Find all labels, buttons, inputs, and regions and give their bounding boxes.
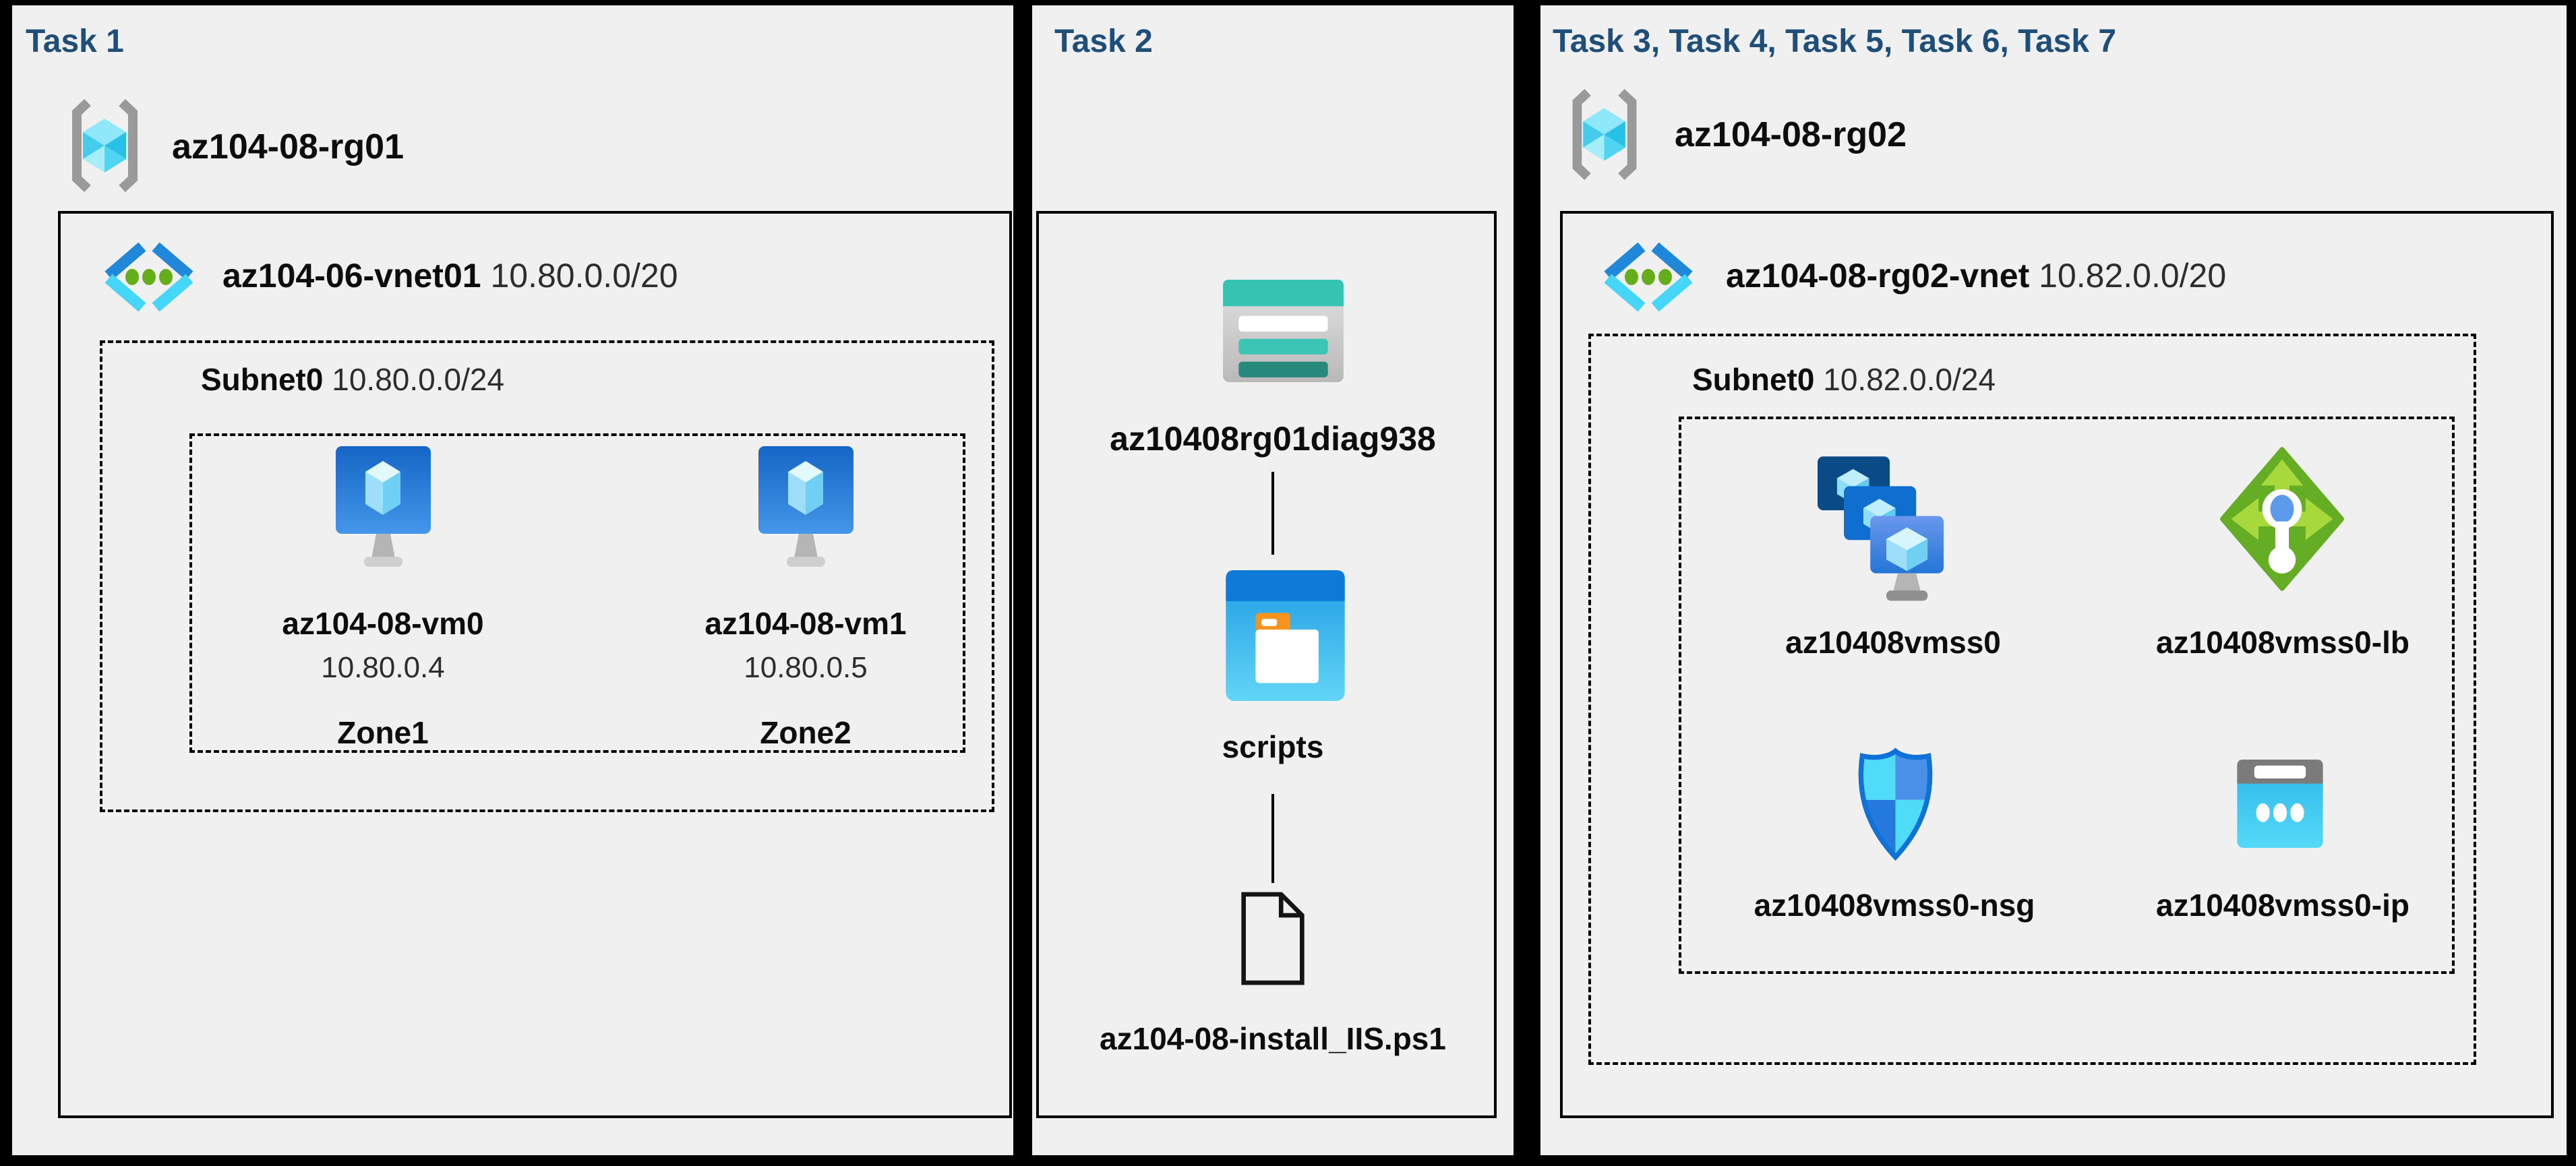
resource-name: az10408vmss0 — [1785, 625, 2001, 660]
document-file-icon — [1239, 890, 1307, 987]
public-ip-icon — [2237, 760, 2323, 848]
vm-name: az104-08-vm0 — [282, 606, 484, 641]
vnet-label: az104-08-rg02-vnet 10.82.0.0/20 — [1726, 256, 2226, 295]
vm-group-box — [189, 433, 965, 753]
panel-task2: Task 2 az10408rg01diag938 — [1032, 5, 1514, 1155]
vnet-name: az104-08-rg02-vnet — [1726, 257, 2030, 295]
vnet-box — [58, 211, 1012, 1118]
vm-name: az104-08-vm1 — [705, 606, 907, 641]
connector-line — [1271, 472, 1274, 555]
vm-zone: Zone2 — [760, 715, 851, 750]
container-name: scripts — [1222, 729, 1324, 764]
task3-title: Task 3, Task 4, Task 5, Task 6, Task 7 — [1553, 24, 2117, 59]
resource-name: az10408vmss0-ip — [2156, 888, 2409, 923]
resource-name: az10408vmss0-nsg — [1754, 888, 2035, 923]
script-file-name: az104-08-install_IIS.ps1 — [1100, 1021, 1446, 1056]
resource-group-name: az104-08-rg02 — [1675, 115, 1907, 154]
vnet-cidr: 10.82.0.0/20 — [2039, 257, 2227, 295]
task2-title: Task 2 — [1054, 24, 1153, 59]
virtual-machine-icon — [757, 445, 855, 576]
folder-container-icon — [1226, 570, 1345, 701]
vnet-name: az104-06-vnet01 — [222, 257, 481, 295]
resource-group-name: az104-08-rg01 — [172, 127, 404, 166]
virtual-network-icon — [1598, 243, 1698, 311]
vnet-box — [1560, 211, 2554, 1118]
subnet-label: Subnet0 10.82.0.0/24 — [1692, 361, 1996, 398]
vnet-cidr: 10.80.0.0/20 — [490, 257, 678, 295]
vm-scale-set-icon — [1818, 456, 1944, 603]
subnet-name: Subnet0 — [1692, 362, 1815, 397]
resource-group-icon — [1560, 85, 1649, 184]
storage-account-icon — [1223, 280, 1344, 382]
virtual-network-icon — [99, 243, 199, 311]
panel-task3-7: Task 3, Task 4, Task 5, Task 6, Task 7 a… — [1540, 5, 2567, 1155]
storage-flow-box — [1036, 211, 1497, 1118]
load-balancer-icon — [2220, 447, 2344, 591]
storage-account-name: az10408rg01diag938 — [1110, 420, 1436, 458]
subnet-label: Subnet0 10.80.0.0/24 — [201, 361, 504, 398]
subnet-box — [1588, 334, 2476, 1065]
resource-group-icon — [59, 98, 150, 193]
subnet-name: Subnet0 — [201, 362, 324, 397]
connector-line — [1271, 794, 1274, 883]
vm-zone: Zone1 — [337, 715, 429, 750]
vmss-group-box — [1679, 417, 2455, 974]
panel-task1: Task 1 az104-08-rg01 — [12, 5, 1013, 1155]
resource-name: az10408vmss0-lb — [2156, 625, 2409, 660]
subnet-cidr: 10.80.0.0/24 — [332, 362, 505, 397]
virtual-machine-icon — [334, 445, 432, 576]
subnet-box — [100, 340, 994, 812]
shield-icon — [1854, 747, 1937, 861]
task1-title: Task 1 — [26, 24, 124, 59]
vnet-label: az104-06-vnet01 10.80.0.0/20 — [222, 256, 678, 295]
subnet-cidr: 10.82.0.0/24 — [1823, 362, 1996, 397]
vm-ip: 10.80.0.4 — [321, 651, 445, 684]
vm-ip: 10.80.0.5 — [744, 651, 868, 684]
